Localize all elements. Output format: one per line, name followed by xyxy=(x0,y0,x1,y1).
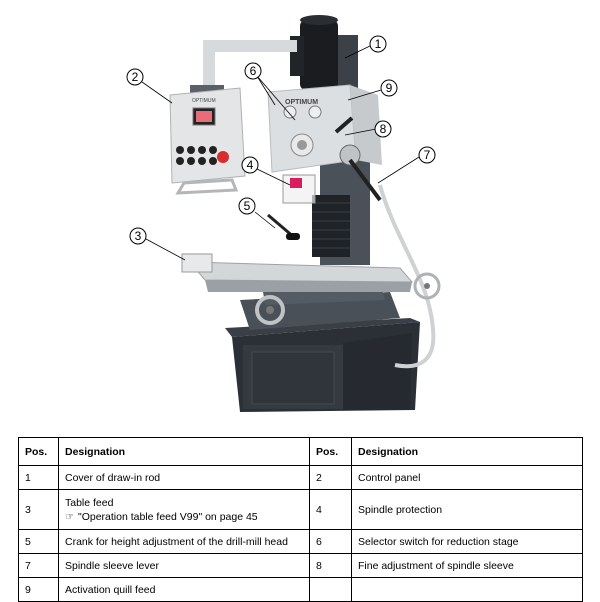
callout-7: 7 xyxy=(418,146,436,164)
cell-pos xyxy=(309,577,352,602)
machine-figure: OPTIMUM OPTIMUM xyxy=(126,15,441,412)
cell-designation xyxy=(351,577,583,602)
header-pos-2: Pos. xyxy=(309,437,352,466)
callout-2: 2 xyxy=(126,68,144,86)
cell-designation: Cover of draw-in rod xyxy=(58,465,310,490)
cell-pos: 8 xyxy=(309,553,352,578)
cell-designation: Spindle sleeve lever xyxy=(58,553,310,578)
table-row: 5 Crank for height adjustment of the dri… xyxy=(18,529,583,554)
cell-pos: 4 xyxy=(309,489,352,530)
table-row: 3 Table feed ☞"Operation table feed V99"… xyxy=(18,489,583,530)
pointing-hand-icon: ☞ xyxy=(65,511,74,523)
cross-reference-text[interactable]: "Operation table feed V99" on page 45 xyxy=(77,510,258,523)
svg-text:4: 4 xyxy=(247,158,254,172)
bellows xyxy=(312,195,350,257)
header-designation-2: Designation xyxy=(351,437,583,466)
svg-text:3: 3 xyxy=(135,229,142,243)
cell-designation: Selector switch for reduction stage xyxy=(351,529,583,554)
panel-arm xyxy=(190,40,297,97)
cell-designation: Fine adjustment of spindle sleeve xyxy=(351,553,583,578)
drill-mill-machine-illustration: OPTIMUM OPTIMUM xyxy=(126,15,441,412)
hose xyxy=(378,184,436,369)
cell-pos: 9 xyxy=(18,577,59,602)
cell-designation: Control panel xyxy=(351,465,583,490)
callout-9: 9 xyxy=(380,79,398,97)
callout-6: 6 xyxy=(244,62,262,80)
callout-3: 3 xyxy=(129,227,147,245)
svg-text:9: 9 xyxy=(386,81,393,95)
parts-table: Pos. Designation Pos. Designation 1 Cove… xyxy=(18,437,583,602)
cell-pos: 6 xyxy=(309,529,352,554)
cell-pos: 3 xyxy=(18,489,59,530)
svg-text:2: 2 xyxy=(132,70,139,84)
table-header-row: Pos. Designation Pos. Designation xyxy=(18,437,583,466)
callout-leaders xyxy=(141,45,420,261)
machine-cabinet xyxy=(225,318,420,412)
callout-4: 4 xyxy=(241,156,259,174)
table-row: 9 Activation quill feed xyxy=(18,577,583,602)
cell-designation-text: Table feed xyxy=(65,496,114,509)
cross-reference[interactable]: ☞"Operation table feed V99" on page 45 xyxy=(65,511,303,523)
callout-5: 5 xyxy=(238,197,256,215)
height-crank xyxy=(267,213,300,240)
table-row: 1 Cover of draw-in rod 2 Control panel xyxy=(18,465,583,490)
motor xyxy=(290,15,338,90)
callout-8: 8 xyxy=(374,120,392,138)
drill-mill-head: OPTIMUM xyxy=(267,84,382,202)
cell-pos: 7 xyxy=(18,553,59,578)
svg-text:8: 8 xyxy=(380,122,387,136)
machine-table xyxy=(181,253,441,325)
head-logo: OPTIMUM xyxy=(285,99,318,106)
cell-pos: 1 xyxy=(18,465,59,490)
svg-text:5: 5 xyxy=(244,199,251,213)
spindle-protection xyxy=(282,174,316,204)
cell-designation: Spindle protection xyxy=(351,489,583,530)
parts-table-container: Pos. Designation Pos. Designation 1 Cove… xyxy=(18,437,583,602)
control-panel: OPTIMUM xyxy=(169,87,246,195)
panel-logo: OPTIMUM xyxy=(192,98,216,104)
svg-text:6: 6 xyxy=(250,64,257,78)
callout-1: 1 xyxy=(369,35,387,53)
cell-pos: 2 xyxy=(309,465,352,490)
header-pos-1: Pos. xyxy=(18,437,59,466)
cell-designation: Table feed ☞"Operation table feed V99" o… xyxy=(58,489,310,530)
cell-designation: Crank for height adjustment of the drill… xyxy=(58,529,310,554)
table-row: 7 Spindle sleeve lever 8 Fine adjustment… xyxy=(18,553,583,578)
svg-text:1: 1 xyxy=(375,37,382,51)
svg-text:7: 7 xyxy=(424,148,431,162)
cell-pos: 5 xyxy=(18,529,59,554)
header-designation-1: Designation xyxy=(58,437,310,466)
cell-designation: Activation quill feed xyxy=(58,577,310,602)
